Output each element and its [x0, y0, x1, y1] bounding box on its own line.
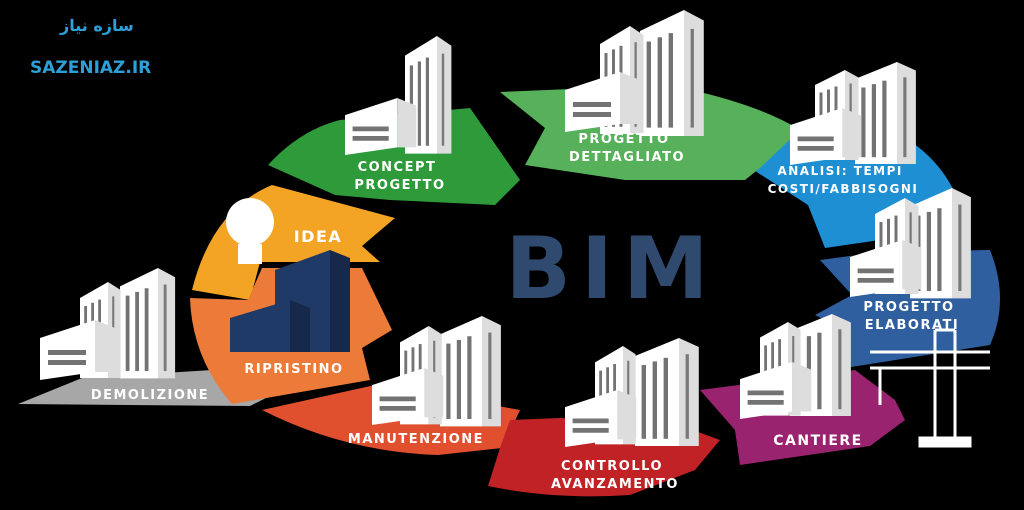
label-concept-line2: PROGETTO [354, 178, 445, 193]
svg-text:PROGETTO ELABORATI: PROGETTO ELABORATI [863, 300, 960, 333]
label-idea: IDEA [294, 227, 343, 246]
label-analisi-line2: COSTI/FABBISOGNI [768, 182, 919, 196]
watermark-persian: سازه نیاز [60, 16, 134, 35]
crane-icon [870, 328, 990, 448]
label-demolizione: DEMOLIZIONE [91, 388, 209, 403]
label-elaborati-line1: PROGETTO [863, 300, 954, 315]
svg-text:RIPRISTINO: RIPRISTINO [244, 362, 343, 377]
svg-text:CONTROLLO AVANZAMENTO: CONTROLLO AVANZAMENTO [551, 459, 679, 492]
label-concept-line1: CONCEPT [358, 160, 437, 175]
building-icon-demolizione [40, 268, 176, 380]
building-icon-dettagliato [565, 10, 704, 136]
label-cantiere: CANTIERE [773, 433, 863, 449]
label-elaborati-line2: ELABORATI [865, 318, 959, 333]
building-icon-analisi [790, 62, 916, 165]
building-icon-manutenzione [372, 316, 501, 427]
svg-text:CONCEPT PROGETTO: CONCEPT PROGETTO [354, 160, 445, 193]
building-icon-ripristino [230, 250, 350, 352]
label-controllo-line1: CONTROLLO [561, 459, 663, 474]
svg-text:ANALISI: TEMPI COSTI/FABBI: ANALISI: TEMPI COSTI/FABBISOGNI [768, 164, 919, 196]
svg-text:PROGETTO DETTAGLIATO: PROGETTO DETTAGLIATO [569, 132, 685, 165]
building-icon-concept [345, 36, 452, 155]
label-manutenzione: MANUTENZIONE [348, 432, 484, 447]
center-title: BIM [505, 219, 718, 319]
label-ripristino: RIPRISTINO [244, 362, 343, 377]
label-analisi-line1: ANALISI: TEMPI [777, 164, 902, 178]
svg-text:MANUTENZIONE: MANUTENZIONE [348, 432, 484, 447]
building-icon-controllo [565, 338, 699, 447]
building-icon-cantiere [740, 314, 851, 419]
svg-text:DEMOLIZIONE: DEMOLIZIONE [91, 388, 209, 403]
segment-concept [268, 108, 520, 205]
lightbulb-icon [226, 198, 274, 264]
watermark-site: SAZENIAZ.IR [30, 58, 152, 78]
label-dettagliato-line1: PROGETTO [578, 132, 669, 147]
svg-text:IDEA: IDEA [294, 227, 343, 246]
label-controllo-line2: AVANZAMENTO [551, 477, 679, 492]
label-dettagliato-line2: DETTAGLIATO [569, 150, 685, 165]
svg-text:CANTIERE: CANTIERE [773, 433, 863, 449]
